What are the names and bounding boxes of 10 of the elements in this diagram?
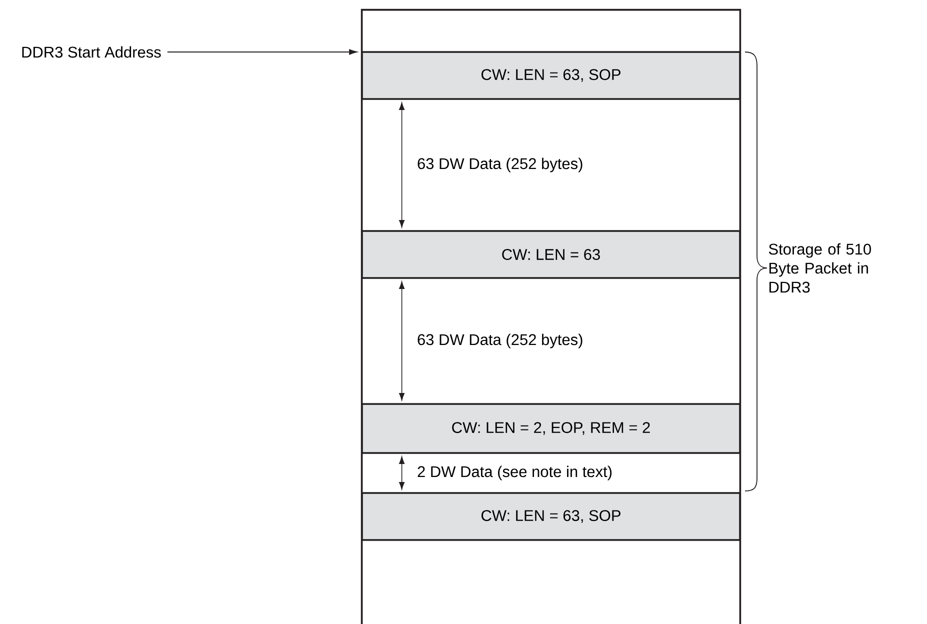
data-label: 2 DW Data (see note in text)	[418, 466, 612, 480]
control-word-band: CW: LEN = 63	[361, 230, 741, 279]
arrow	[166, 49, 358, 55]
address-label: DDR3 Start Address	[22, 46, 161, 58]
control-word-band: CW: LEN = 63, SOP	[361, 492, 741, 541]
data-label: 63 DW Data (252 bytes)	[418, 334, 582, 348]
control-word-band: CW: LEN = 63, SOP	[361, 51, 741, 100]
control-word-band: CW: LEN = 2, EOP, REM = 2	[361, 403, 741, 454]
data-label: 63 DW Data (252 bytes)	[418, 158, 582, 172]
brace-label: Storage of 510 Byte Packet in DDR3	[768, 243, 871, 293]
